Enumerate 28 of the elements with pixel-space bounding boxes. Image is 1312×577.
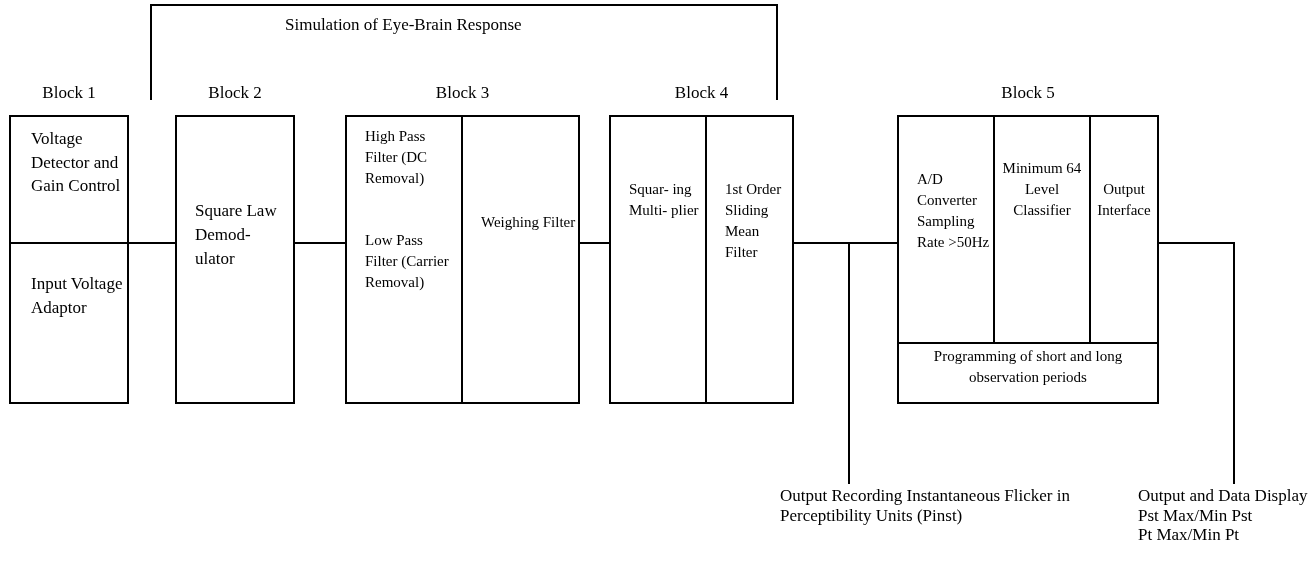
cell-label: Input Voltage Adaptor [31, 273, 124, 319]
cell-label: Programming of short and long observation periods [932, 347, 1124, 387]
cell-label: Low Pass Filter (Carrier Removal) [365, 231, 450, 292]
block-heading: Block 3 [435, 83, 490, 103]
process-cell [461, 117, 578, 402]
connector-line [1158, 242, 1235, 485]
output-label: Pt Max/Min Pt [1138, 525, 1241, 545]
block-heading: Block 2 [208, 83, 262, 103]
cell-label: High Pass Filter (DC Removal) [365, 127, 429, 188]
cell-label: 1st Order Sliding Mean Filter [725, 180, 783, 262]
cell-label: Voltage Detector and Gain Control [31, 128, 122, 197]
cell-label: Squar- ing Multi- plier [629, 180, 700, 220]
block-heading: Block 1 [42, 83, 96, 103]
bracket-title: Simulation of Eye-Brain Response [285, 15, 522, 35]
connector-line [294, 242, 346, 244]
connector-line [793, 242, 850, 485]
cell-label: Output Interface [1096, 180, 1152, 220]
connector-line [579, 242, 610, 244]
cell-label: Minimum 64 Level Classifier [1001, 159, 1083, 220]
block-heading: Block 5 [1001, 83, 1055, 103]
connector-line [128, 242, 176, 244]
cell-label: Square Law Demod- ulator [195, 200, 278, 270]
output-label: Output and Data Display [1138, 486, 1309, 506]
output-label: Pst Max/Min Pst [1138, 505, 1254, 525]
cell-label: A/D Converter Sampling Rate >50Hz [917, 170, 991, 252]
block-heading: Block 4 [674, 83, 729, 103]
cell-label: Weighing Filter [481, 213, 576, 232]
output-label: Output Recording Instantaneous Flicker in Perceptibility Units (Pinst) [780, 486, 1071, 525]
